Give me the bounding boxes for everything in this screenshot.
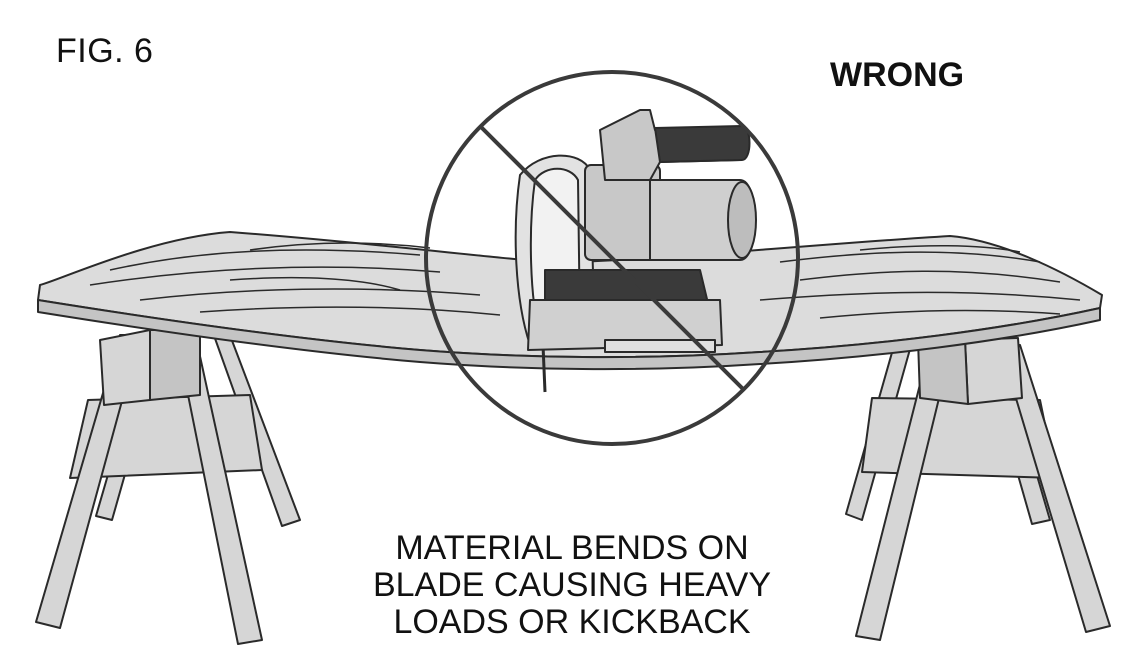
caption-line: LOADS OR KICKBACK (393, 603, 751, 641)
figure-label: FIG. 6 (56, 32, 154, 70)
caption-line: MATERIAL BENDS ON (395, 529, 749, 567)
no-symbol-icon (424, 70, 800, 446)
verdict-label: WRONG (830, 56, 965, 94)
figure-caption: MATERIAL BENDS ON BLADE CAUSING HEAVY LO… (352, 530, 792, 641)
left-sawhorse (35, 329, 301, 645)
right-sawhorse (845, 337, 1111, 641)
caption-line: BLADE CAUSING HEAVY (372, 566, 772, 604)
